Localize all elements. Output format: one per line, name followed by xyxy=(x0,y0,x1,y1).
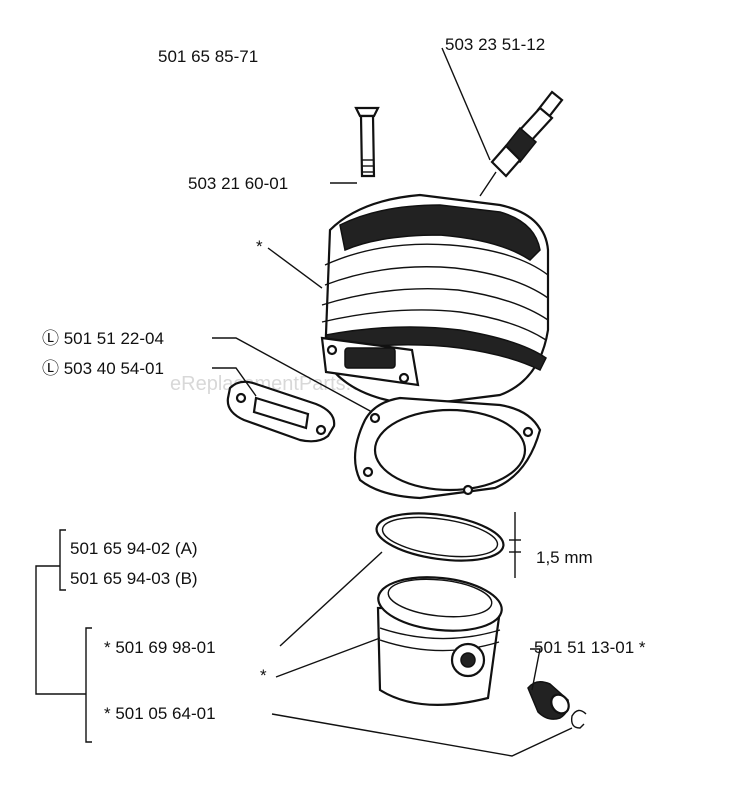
piston-pin-label: 501 51 13-01 * xyxy=(534,638,646,657)
leader-lines xyxy=(35,47,573,757)
piston-b-label: 501 65 94-03 (B) xyxy=(70,569,198,588)
piston-ring-label: * 501 69 98-01 xyxy=(104,638,216,657)
stud-bolt-label: 503 21 60-01 xyxy=(188,174,288,193)
piston xyxy=(376,576,503,706)
piston-ring xyxy=(375,512,505,562)
exhaust-gasket xyxy=(226,380,336,443)
piston-star-label: * xyxy=(260,666,267,685)
ring-dimension-label: 1,5 mm xyxy=(536,548,593,567)
spark-plug xyxy=(479,90,564,197)
piston-a-label: 501 65 94-02 (A) xyxy=(70,539,198,558)
spark-plug-label: 503 23 51-12 xyxy=(445,35,545,54)
piston-pin xyxy=(527,681,570,720)
base-gasket xyxy=(353,396,542,500)
circlip xyxy=(570,709,587,729)
ring-dimension-marker xyxy=(509,512,521,578)
kit-number-label: 501 65 85-71 xyxy=(158,47,258,66)
cylinder xyxy=(320,193,550,407)
gasket-label-2: Ⓛ 503 40 54-01 xyxy=(42,359,164,378)
stud-bolt xyxy=(354,106,380,178)
gasket-label-1: Ⓛ 501 51 22-04 xyxy=(42,329,164,348)
cylinder-star-label: * xyxy=(256,237,263,256)
watermark: eReplacementParts.com xyxy=(170,373,389,395)
circlip-label: * 501 05 64-01 xyxy=(104,704,216,723)
